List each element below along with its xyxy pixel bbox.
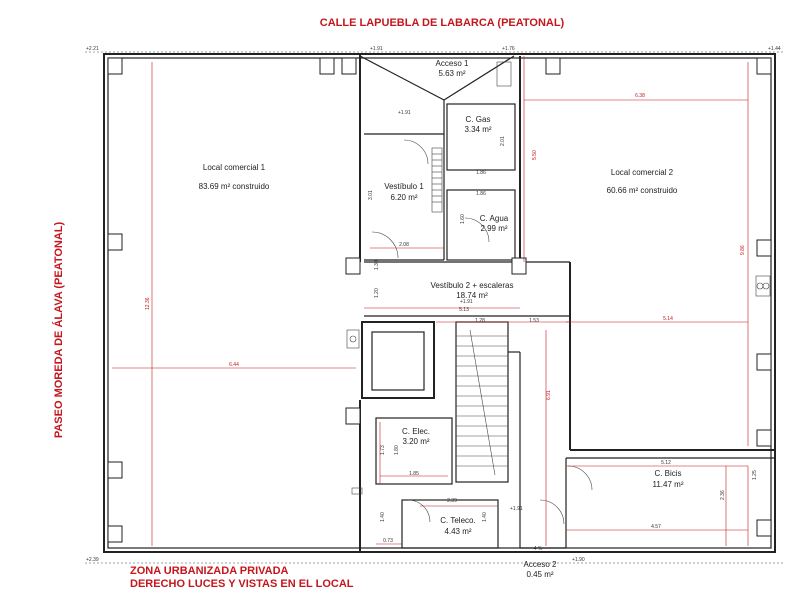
fixtures: [346, 61, 771, 495]
structural-columns: [107, 57, 772, 543]
dimension-label: 1.86: [476, 191, 486, 197]
room-vestibulo2-area: 18.74 m²: [456, 291, 488, 300]
room-bicis-name: C. Bicis: [654, 469, 681, 478]
level-mark: +1.90: [572, 557, 585, 563]
dimension-label: 2.08: [399, 242, 409, 248]
dimension-label: 1.25: [752, 470, 758, 480]
vestibulo1-stairs: [431, 147, 443, 213]
room-acceso2-area: 0.45 m²: [526, 570, 553, 579]
dimension-label: 3.01: [368, 190, 374, 200]
room-local2-area: 60.66 m² construido: [607, 186, 678, 195]
dimension-label: 1.85: [409, 471, 419, 477]
room-gas-area: 3.34 m²: [464, 125, 491, 134]
room-gas-name: C. Gas: [466, 115, 491, 124]
dimension-label: 1.28: [475, 318, 485, 324]
dimension-label: 4.57: [651, 524, 661, 530]
level-mark: +1.91: [460, 299, 473, 305]
street-bottom-label-1: ZONA URBANIZADA PRIVADA: [130, 565, 289, 577]
red-dimension-lines: [112, 56, 749, 546]
room-local1-name: Local comercial 1: [203, 163, 266, 172]
room-teleco-area: 4.43 m²: [444, 527, 471, 536]
dimension-label: 5.13: [459, 307, 469, 313]
dimension-label: 6.38: [635, 93, 645, 99]
interior-walls: [359, 54, 775, 552]
room-elec-name: C. Elec.: [402, 427, 430, 436]
dimension-label: 6.91: [546, 390, 552, 400]
dimension-label: 6.44: [229, 362, 239, 368]
room-acceso2-name: Acceso 2: [524, 560, 557, 569]
dimension-label: 1.30: [374, 260, 380, 270]
dimension-label: 5.50: [532, 150, 538, 160]
dimension-label: 1.60: [460, 214, 466, 224]
room-vestibulo1-name: Vestíbulo 1: [384, 182, 424, 191]
room-local1-area: 83.69 m² construido: [199, 182, 270, 191]
dimension-label: 0.73: [383, 538, 393, 544]
room-elec-area: 3.20 m²: [402, 437, 429, 446]
street-bottom-label-2: DERECHO LUCES Y VISTAS EN EL LOCAL: [130, 578, 354, 590]
level-mark: +1.91: [370, 46, 383, 52]
level-mark: +2.39: [86, 557, 99, 563]
level-mark: +1.76: [502, 46, 515, 52]
dimension-label: 1.20: [374, 288, 380, 298]
dimension-label: 1.86: [476, 170, 486, 176]
room-acceso1-area: 5.63 m²: [438, 69, 465, 78]
room-vestibulo1-area: 6.20 m²: [390, 193, 417, 202]
level-mark: +1.91: [398, 110, 411, 116]
dimension-label: 9.86: [740, 245, 746, 255]
room-bicis-area: 11.47 m²: [653, 480, 684, 489]
level-mark: +1.91: [510, 506, 523, 512]
dimension-label: 2.01: [500, 136, 506, 146]
room-agua-area: 2.99 m²: [480, 224, 507, 233]
street-left-label: PASEO MOREDA DE ÁLAVA (PEATONAL): [52, 221, 65, 438]
level-lines: [85, 51, 785, 564]
room-local2-name: Local comercial 2: [611, 168, 674, 177]
dimension-label: 5.12: [661, 460, 671, 466]
dimension-label: 2.39: [447, 498, 457, 504]
dimension-label: 12.36: [145, 297, 151, 310]
dimension-label: 1.53: [529, 318, 539, 324]
dimension-label: 1.80: [394, 445, 400, 455]
level-mark: +2.21: [86, 46, 99, 52]
stair-treads: [456, 329, 508, 476]
room-agua-name: C. Agua: [480, 214, 509, 223]
street-top-label: CALLE LAPUEBLA DE LABARCA (PEATONAL): [320, 17, 565, 29]
dimension-label: 1.40: [482, 512, 488, 522]
dimension-label: 2.36: [720, 490, 726, 500]
dimension-label: 1.40: [380, 512, 386, 522]
dimension-label: 5.14: [663, 316, 673, 322]
level-mark: +1.44: [768, 46, 781, 52]
dimension-label: 1.73: [380, 445, 386, 455]
room-vestibulo2-name: Vestíbulo 2 + escaleras: [431, 281, 514, 290]
slope-label: 4 %: [534, 546, 543, 552]
room-teleco-name: C. Teleco.: [440, 516, 475, 525]
room-acceso1-name: Acceso 1: [436, 59, 469, 68]
